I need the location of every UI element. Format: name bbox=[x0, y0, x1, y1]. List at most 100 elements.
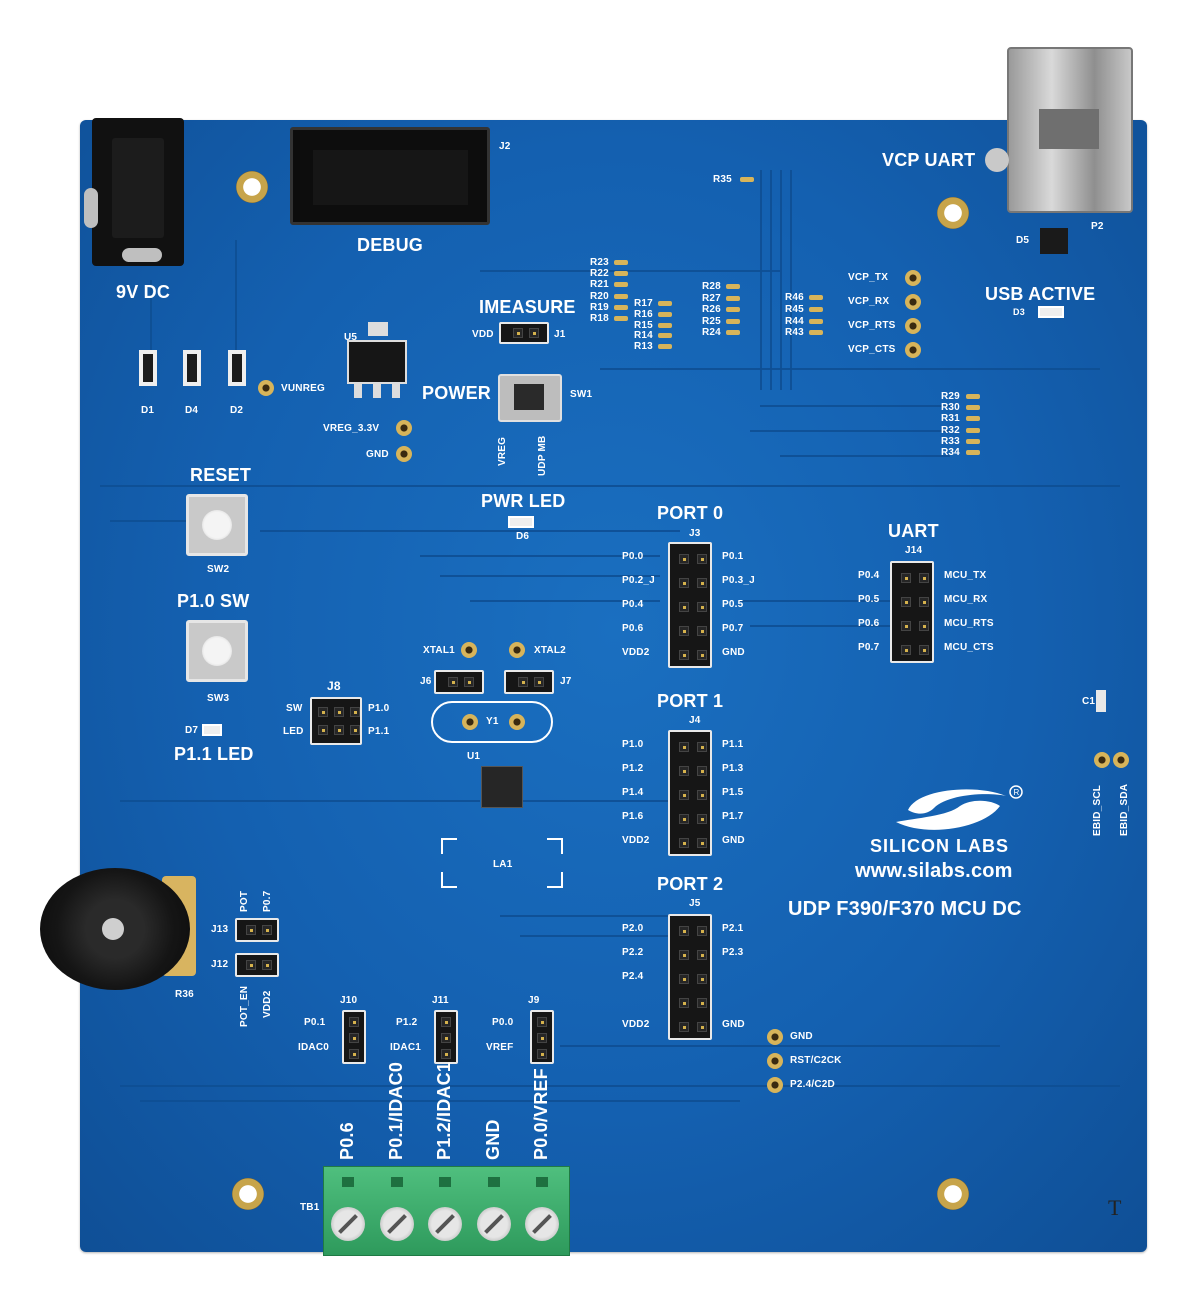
trace bbox=[760, 405, 950, 407]
sw3-ref: SW3 bbox=[207, 693, 230, 704]
j7-ref: J7 bbox=[560, 676, 572, 687]
trace bbox=[760, 170, 762, 390]
mounting-hole bbox=[232, 1178, 264, 1210]
xtal2-pad[interactable] bbox=[509, 642, 525, 658]
terminal-screw[interactable] bbox=[331, 1207, 365, 1241]
vunreg-test-point[interactable] bbox=[258, 380, 274, 396]
debug-header[interactable] bbox=[290, 127, 490, 225]
ebid-sda-pad[interactable] bbox=[1113, 752, 1129, 768]
resistor-label: R45 bbox=[785, 303, 804, 315]
bottom-jumper-header[interactable] bbox=[434, 1010, 458, 1064]
ebid-scl-pad[interactable] bbox=[1094, 752, 1110, 768]
corner-mark: T bbox=[1108, 1195, 1122, 1220]
terminal-screw[interactable] bbox=[525, 1207, 559, 1241]
debug-pad-label: P2.4/C2D bbox=[790, 1079, 835, 1090]
port0-title: PORT 0 bbox=[657, 503, 724, 523]
port1-header[interactable] bbox=[668, 730, 712, 856]
sw1-ref: SW1 bbox=[570, 389, 593, 400]
d5-chip bbox=[1040, 228, 1068, 254]
resistor bbox=[726, 295, 740, 301]
reset-button[interactable] bbox=[186, 494, 248, 556]
uart-header[interactable] bbox=[890, 561, 934, 663]
debug-ref: J2 bbox=[499, 141, 511, 152]
r35-ref: R35 bbox=[713, 174, 732, 185]
xtal1-pad[interactable] bbox=[461, 642, 477, 658]
terminal-screw[interactable] bbox=[476, 1207, 511, 1241]
port1-left-label: P1.0 bbox=[622, 739, 644, 750]
power-switch[interactable] bbox=[498, 374, 562, 422]
resistor-label: R17 bbox=[634, 298, 653, 309]
vcp-test-point[interactable] bbox=[905, 318, 921, 334]
j8-header[interactable] bbox=[310, 697, 362, 745]
p07-label: P0.7 bbox=[262, 890, 273, 912]
d1-ref: D1 bbox=[141, 405, 155, 416]
j12-jumper[interactable] bbox=[235, 953, 279, 977]
trace bbox=[600, 368, 1100, 370]
resistor bbox=[614, 316, 628, 321]
port0-header[interactable] bbox=[668, 542, 712, 668]
resistor-label: R43 bbox=[785, 327, 804, 339]
c1-capacitor bbox=[1096, 690, 1106, 712]
trace bbox=[235, 240, 237, 350]
debug-pad[interactable] bbox=[767, 1053, 783, 1069]
resistor bbox=[658, 311, 672, 317]
bottom-jumper-header[interactable] bbox=[342, 1010, 366, 1064]
resistor-label: R34 bbox=[941, 447, 960, 458]
debug-pad[interactable] bbox=[767, 1029, 783, 1045]
potentiometer[interactable] bbox=[40, 868, 190, 990]
resistor bbox=[658, 344, 672, 350]
resistor-label: R15 bbox=[634, 319, 653, 331]
resistor-label: R33 bbox=[941, 435, 960, 447]
trace bbox=[520, 800, 670, 802]
p11-led-label: P1.1 LED bbox=[174, 744, 254, 764]
debug-pad[interactable] bbox=[767, 1077, 783, 1093]
crystal-pad bbox=[462, 714, 478, 730]
vreg-33-label: VREG_3.3V bbox=[323, 423, 380, 434]
vcp-test-point[interactable] bbox=[905, 342, 921, 358]
mounting-hole bbox=[937, 1178, 969, 1210]
resistor bbox=[809, 295, 823, 300]
p10-button[interactable] bbox=[186, 620, 248, 682]
port0-right-label: P0.3_J bbox=[722, 575, 755, 586]
resistor-label: R14 bbox=[634, 330, 653, 342]
power-label: POWER bbox=[422, 383, 492, 403]
j13-jumper[interactable] bbox=[235, 918, 279, 942]
j6-jumper[interactable] bbox=[434, 670, 484, 694]
silicon-labs-logo-icon: R bbox=[896, 785, 1023, 830]
resistor bbox=[809, 330, 823, 336]
d2-ref: D2 bbox=[230, 405, 244, 416]
j8-sw-label: SW bbox=[286, 703, 303, 714]
sw2-ref: SW2 bbox=[207, 564, 230, 575]
resistor-label: R16 bbox=[634, 308, 653, 320]
port2-ref: J5 bbox=[689, 898, 701, 909]
terminal-screw[interactable] bbox=[379, 1207, 414, 1241]
port0-right-label: GND bbox=[722, 647, 745, 658]
j7-jumper[interactable] bbox=[504, 670, 554, 694]
imeasure-jumper[interactable] bbox=[499, 322, 549, 344]
terminal-screw[interactable] bbox=[428, 1207, 462, 1241]
usb-connector[interactable] bbox=[1007, 47, 1133, 213]
jumper-ref: J10 bbox=[340, 995, 358, 1006]
port1-ref: J4 bbox=[689, 715, 701, 726]
pwr-led-label: PWR LED bbox=[481, 491, 566, 511]
port2-right-label: GND bbox=[722, 1019, 745, 1030]
resistor-label: R13 bbox=[634, 341, 653, 353]
terminal-block[interactable] bbox=[323, 1166, 570, 1256]
vcp-test-point[interactable] bbox=[905, 270, 921, 286]
gnd-test-point[interactable] bbox=[396, 446, 412, 462]
port1-right-label: P1.5 bbox=[722, 787, 744, 798]
port2-header[interactable] bbox=[668, 914, 712, 1040]
port0-left-label: P0.6 bbox=[622, 623, 644, 634]
vreg-test-point[interactable] bbox=[396, 420, 412, 436]
trace bbox=[420, 555, 660, 557]
bottom-jumper-header[interactable] bbox=[530, 1010, 554, 1064]
j8-p11-label: P1.1 bbox=[368, 726, 390, 737]
resistor-label: R19 bbox=[590, 301, 609, 313]
resistor-label: R27 bbox=[702, 292, 721, 304]
vcp-test-point[interactable] bbox=[905, 294, 921, 310]
p2-ref: P2 bbox=[1091, 221, 1104, 232]
trace bbox=[110, 520, 190, 522]
port2-left-label: P2.4 bbox=[622, 971, 644, 982]
port1-left-label: P1.2 bbox=[622, 763, 644, 774]
jumper-bottom-label: IDAC1 bbox=[390, 1042, 422, 1053]
